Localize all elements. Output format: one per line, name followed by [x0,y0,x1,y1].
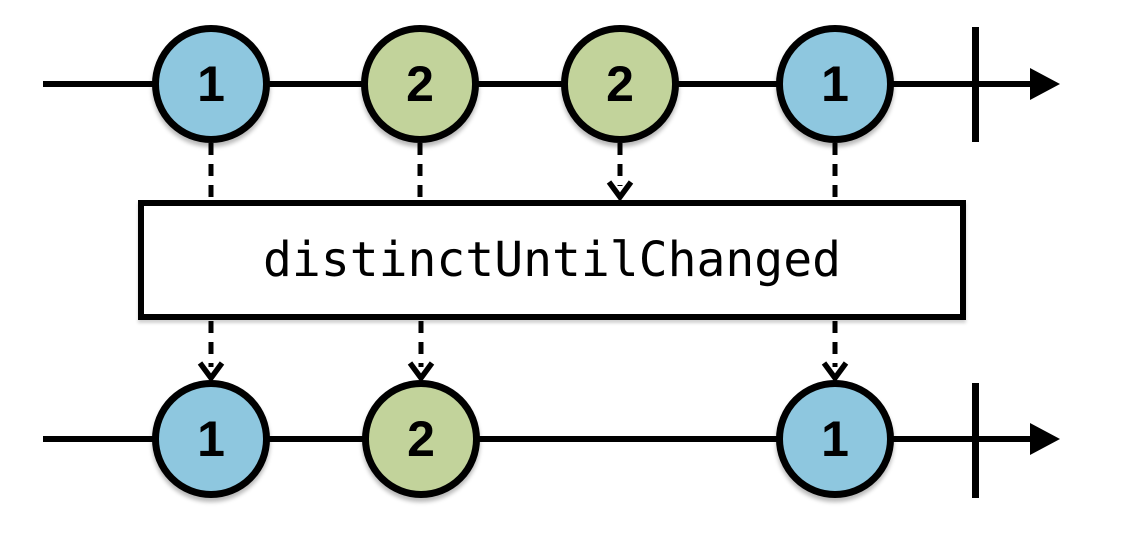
marble-value: 1 [821,56,849,112]
input-marble-1: 1 [152,25,270,143]
dashed-connector [208,143,214,200]
operator-label: distinctUntilChanged [263,232,841,288]
input-marble-2: 2 [361,25,479,143]
input-timeline [43,81,1032,87]
output-marble-1: 1 [152,380,270,498]
dashed-connector-with-arrowhead [821,321,849,381]
arrowhead-icon [606,180,634,200]
dashed-connector-with-arrowhead [606,143,634,200]
input-completion-bar [972,27,979,142]
marble-value: 1 [821,411,849,467]
marble-value: 2 [606,56,634,112]
input-marble-3: 2 [561,25,679,143]
output-timeline [43,436,1032,442]
output-timeline-arrowhead-icon [1030,423,1060,455]
marble-value: 1 [197,56,225,112]
arrowhead-icon [197,361,225,381]
dashed-connector-with-arrowhead [197,321,225,381]
marble-value: 2 [406,56,434,112]
operator-box: distinctUntilChanged [138,200,966,320]
input-timeline-arrowhead-icon [1030,68,1060,100]
output-marble-3: 1 [776,380,894,498]
arrowhead-icon [407,361,435,381]
marble-value: 2 [407,411,435,467]
input-marble-4: 1 [776,25,894,143]
output-completion-bar [972,383,979,498]
dashed-connector-with-arrowhead [407,321,435,381]
marble-value: 1 [197,411,225,467]
output-marble-2: 2 [362,380,480,498]
dashed-connector [832,143,838,200]
dashed-connector [417,143,423,200]
arrowhead-icon [821,361,849,381]
